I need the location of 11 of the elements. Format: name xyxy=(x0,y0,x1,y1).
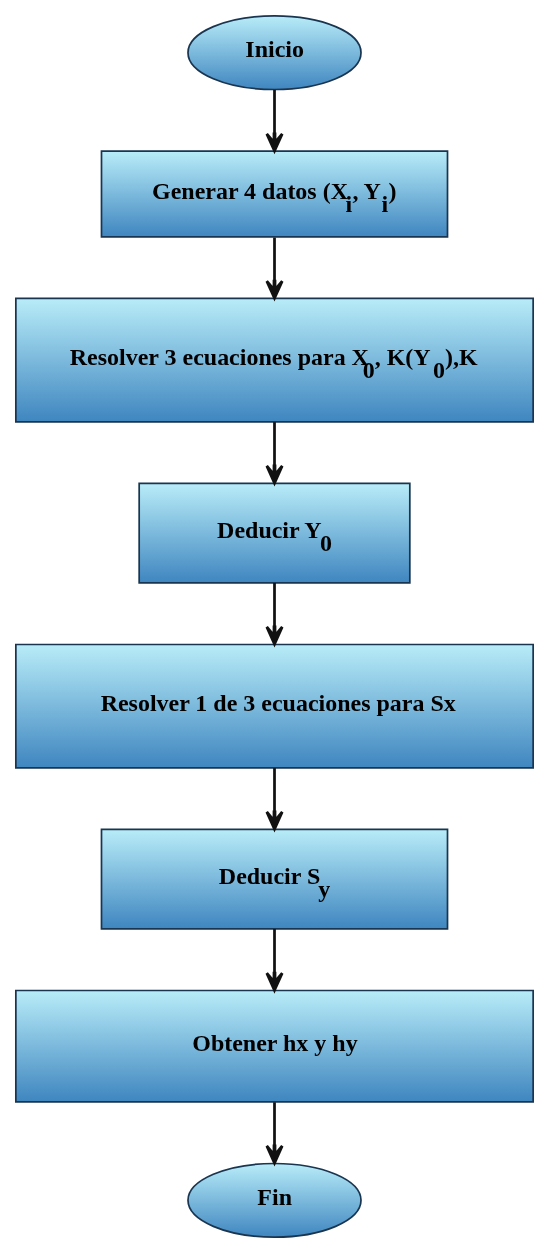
arrow xyxy=(264,583,284,646)
arrow xyxy=(264,89,284,153)
arrow xyxy=(264,768,284,831)
node-ellipse: Fin xyxy=(186,1162,362,1238)
arrow xyxy=(264,929,284,992)
node-ellipse: Inicio xyxy=(186,15,362,91)
arrow xyxy=(264,237,284,300)
arrow xyxy=(264,1102,284,1165)
node-box: Obtener hx y hy xyxy=(14,989,534,1103)
arrow xyxy=(264,422,284,485)
node-box: Resolver 1 de 3 ecuaciones para Sx xyxy=(14,643,534,769)
